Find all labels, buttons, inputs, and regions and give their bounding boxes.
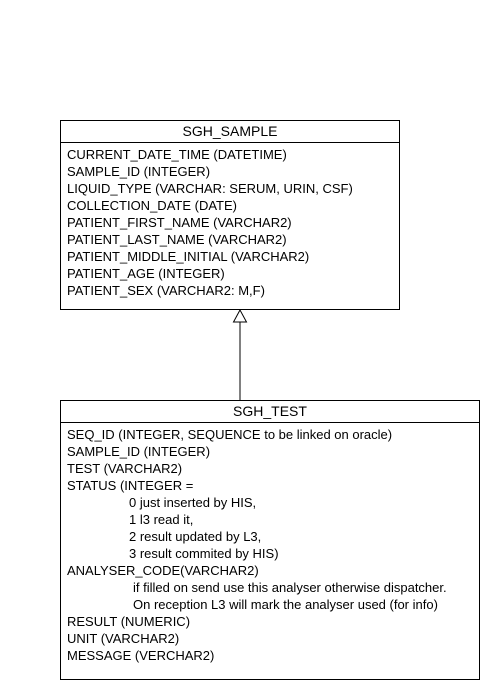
attribute: PATIENT_SEX (VARCHAR2: M,F) bbox=[67, 283, 265, 298]
status-value-line: 0 just inserted by HIS, bbox=[129, 495, 257, 510]
attribute: SEQ_ID (INTEGER, SEQUENCE to be linked o… bbox=[67, 427, 393, 442]
status-value-line: 2 result updated by L3, bbox=[129, 529, 262, 544]
attribute: RESULT (NUMERIC) bbox=[67, 614, 191, 629]
attribute: MESSAGE (VERCHAR2) bbox=[67, 648, 215, 663]
attribute: PATIENT_LAST_NAME (VARCHAR2) bbox=[67, 232, 287, 247]
attribute-note: if filled on send use this analyser othe… bbox=[133, 580, 447, 595]
attribute-list-sgh-test: SEQ_ID (INTEGER, SEQUENCE to be linked o… bbox=[61, 423, 479, 664]
attribute: LIQUID_TYPE (VARCHAR: SERUM, URIN, CSF) bbox=[67, 181, 353, 196]
attribute: ANALYSER_CODE(VARCHAR2) bbox=[67, 563, 259, 578]
status-value-line: 1 l3 read it, bbox=[129, 512, 194, 527]
attribute: SAMPLE_ID (INTEGER) bbox=[67, 444, 211, 459]
attribute: SAMPLE_ID (INTEGER) bbox=[67, 164, 211, 179]
attribute: PATIENT_FIRST_NAME (VARCHAR2) bbox=[67, 215, 292, 230]
class-name-sgh-test: SGH_TEST bbox=[61, 401, 479, 423]
inheritance-arrowhead bbox=[232, 308, 248, 323]
class-box-sgh-sample[interactable]: SGH_SAMPLE CURRENT_DATE_TIME (DATETIME) … bbox=[60, 120, 400, 310]
attribute-note: On reception L3 will mark the analyser u… bbox=[133, 597, 438, 612]
attribute: UNIT (VARCHAR2) bbox=[67, 631, 180, 646]
status-value-line: 3 result commited by HIS) bbox=[129, 546, 279, 561]
attribute: TEST (VARCHAR2) bbox=[67, 461, 183, 476]
attribute: STATUS (INTEGER = bbox=[67, 478, 194, 493]
attribute: COLLECTION_DATE (DATE) bbox=[67, 198, 237, 213]
class-name-sgh-sample: SGH_SAMPLE bbox=[61, 121, 399, 143]
attribute: PATIENT_MIDDLE_INITIAL (VARCHAR2) bbox=[67, 249, 310, 264]
attribute: CURRENT_DATE_TIME (DATETIME) bbox=[67, 147, 287, 162]
class-box-sgh-test[interactable]: SGH_TEST SEQ_ID (INTEGER, SEQUENCE to be… bbox=[60, 400, 480, 680]
attribute-list-sgh-sample: CURRENT_DATE_TIME (DATETIME) SAMPLE_ID (… bbox=[61, 143, 399, 299]
attribute: PATIENT_AGE (INTEGER) bbox=[67, 266, 225, 281]
